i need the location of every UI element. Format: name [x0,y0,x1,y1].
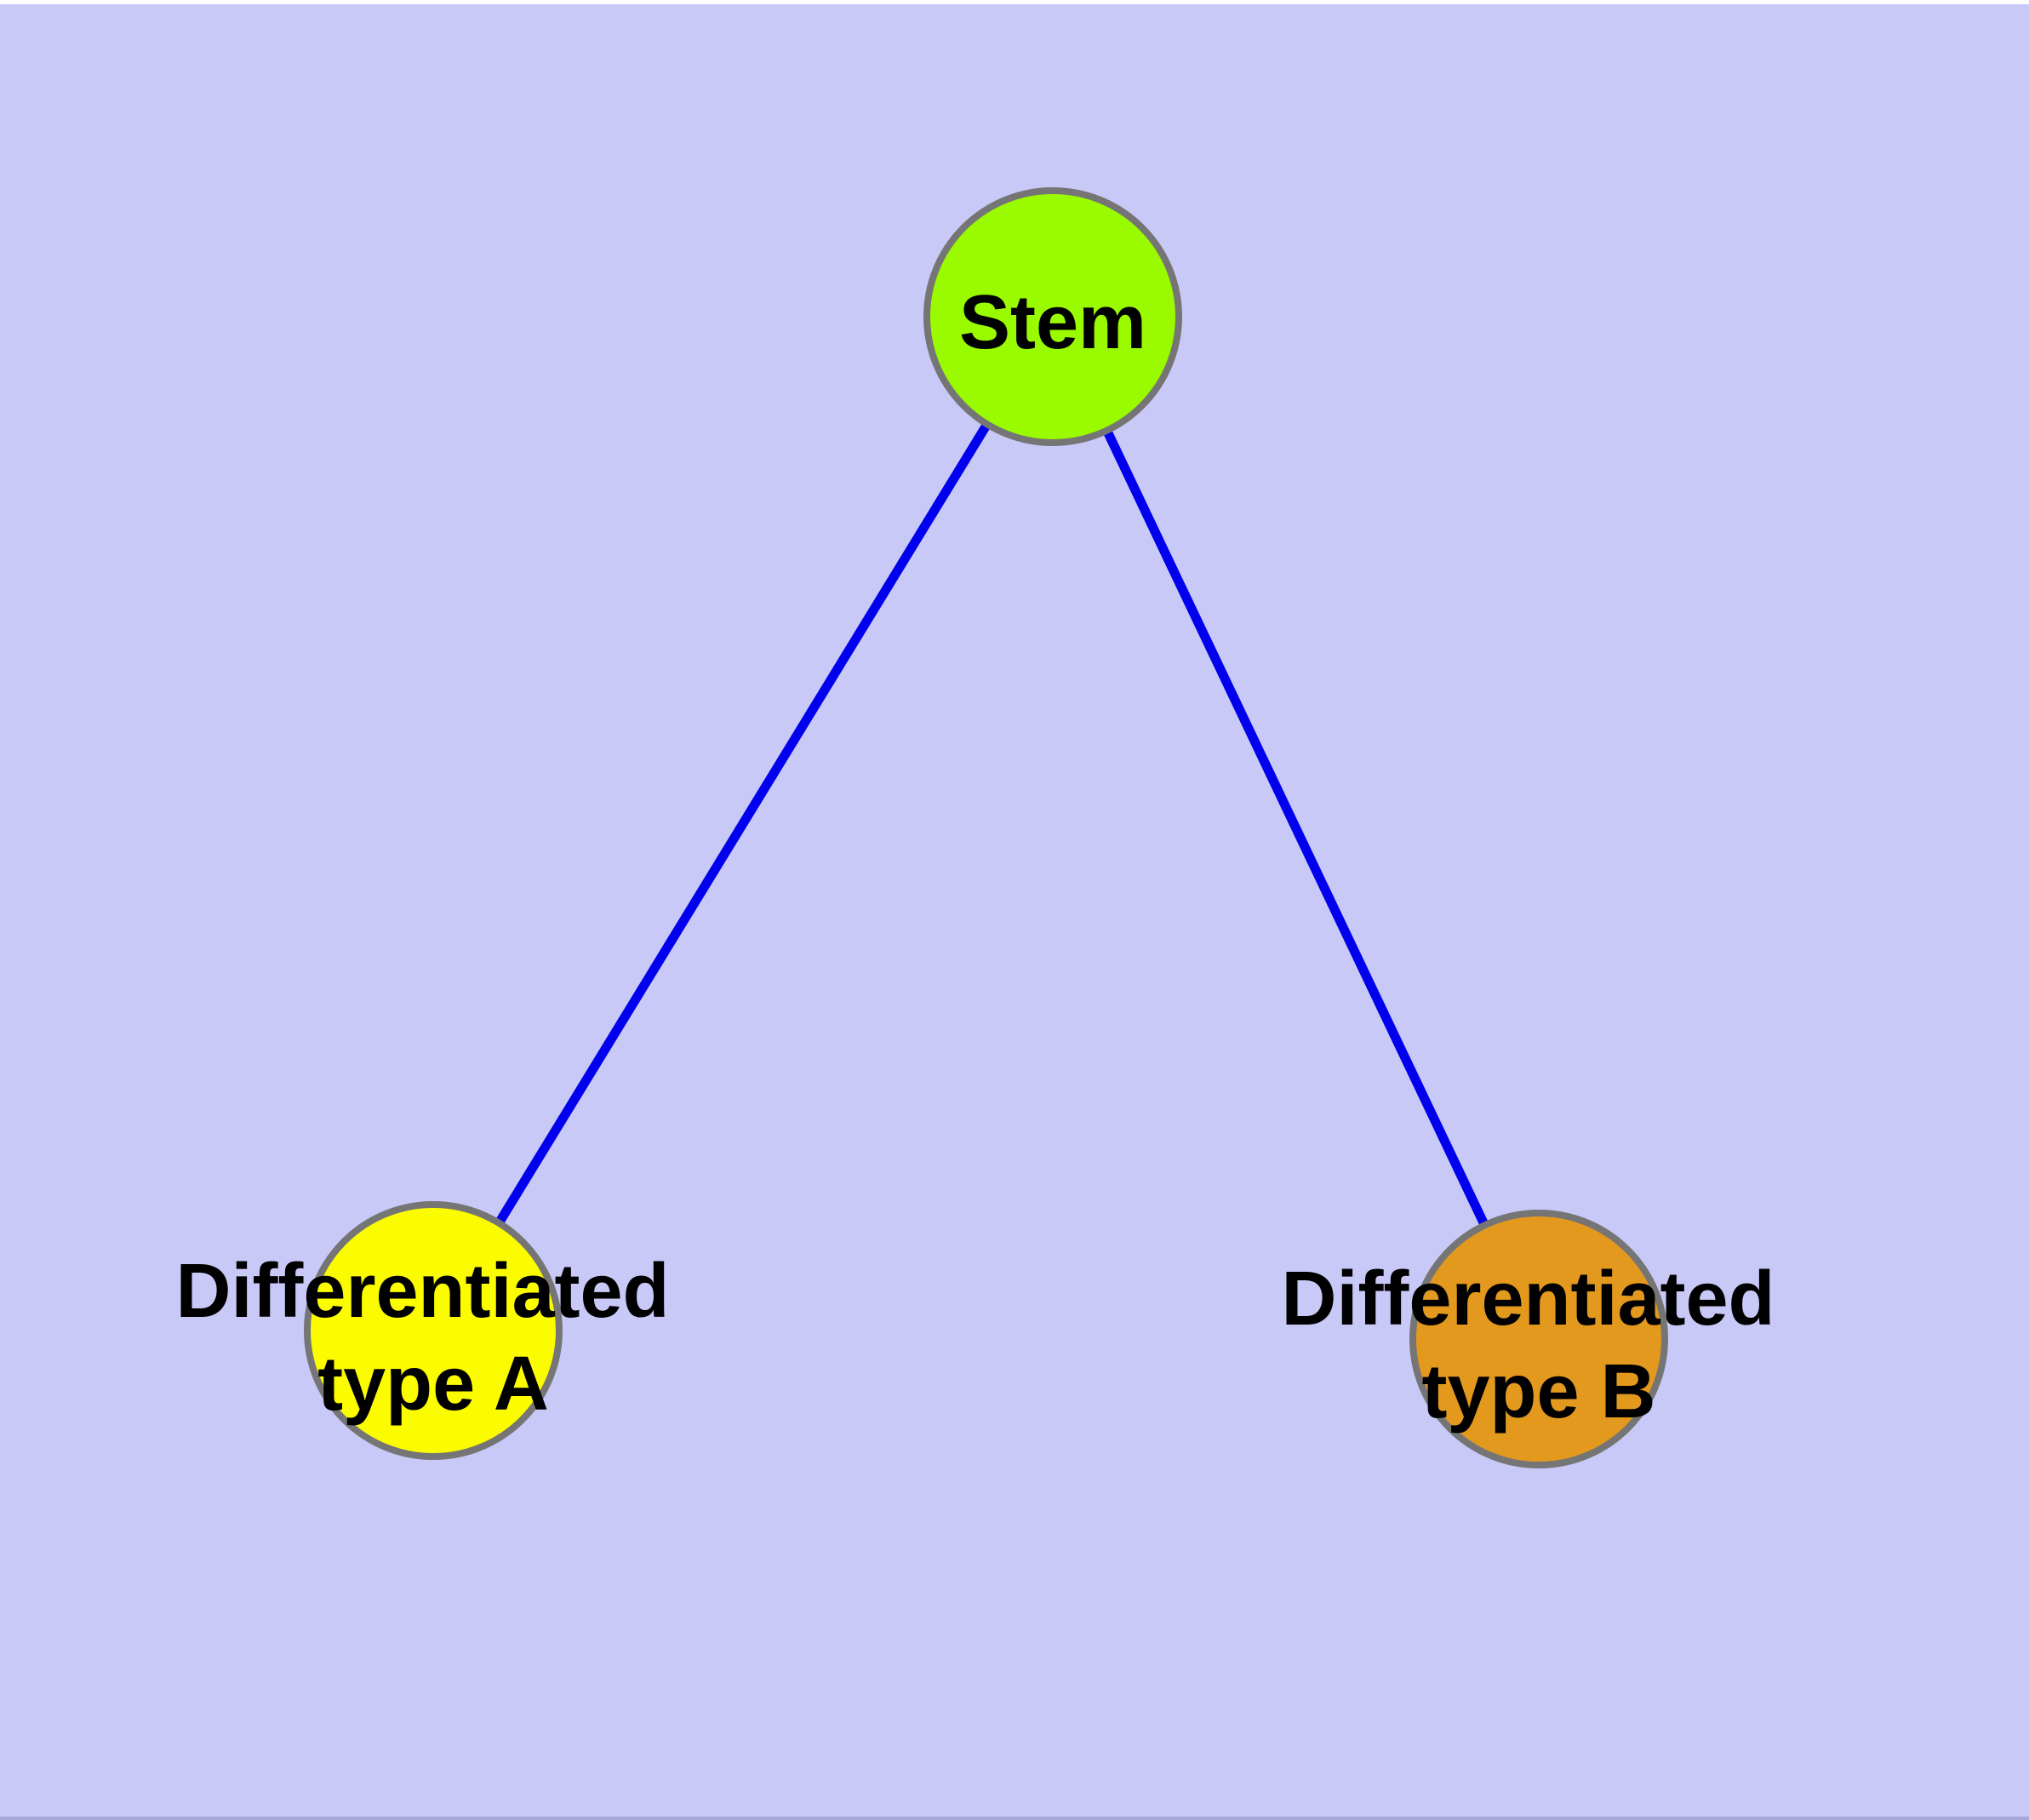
stem-node-label: Stem [959,280,1146,365]
type-a-label-line-1: Differentiated [175,1249,669,1334]
edge-stem-to-type-b [1049,314,1543,1342]
differentiated-type-b-node-circle [1409,1210,1668,1468]
edge-stem-to-type-a [429,314,1057,1333]
differentiated-type-a-node-circle [304,1201,563,1460]
differentiated-type-a-node-label: Differentiated type A [175,1249,690,1427]
type-b-label-line-1: Differentiated [1281,1256,1775,1342]
stem-node-circle [923,187,1182,446]
edge-group [429,314,1543,1342]
bottom-border-strip [0,1817,2029,1820]
node-group [304,187,1668,1468]
differentiated-type-b-node-label: Differentiated type B [1281,1256,1796,1434]
label-group: Stem Differentiated type A Differentiate… [175,280,1796,1434]
type-b-label-line-2: type B [1421,1349,1655,1434]
type-a-label-line-2: type A [317,1342,549,1427]
top-border-strip [0,0,2029,4]
